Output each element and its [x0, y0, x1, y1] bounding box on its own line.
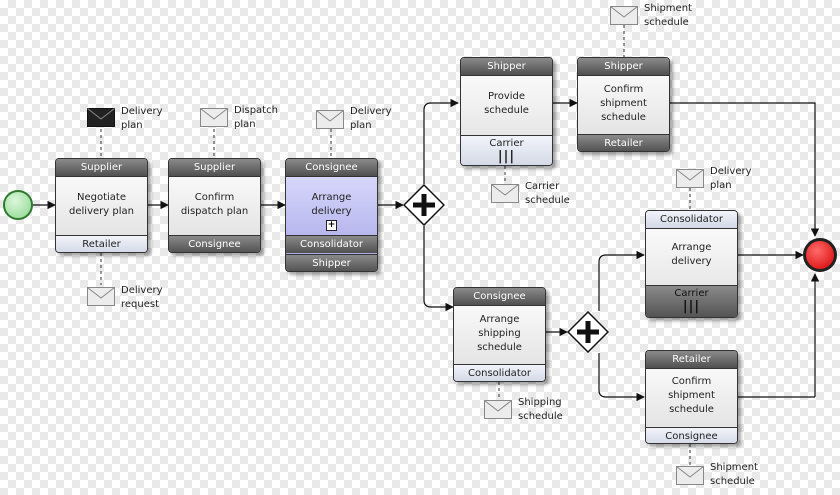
parallel-gateway-icon[interactable]: [403, 184, 445, 226]
envelope-icon[interactable]: [316, 110, 344, 129]
task-top-role: Consignee: [454, 288, 545, 306]
task-confirm-shipment-schedule-shipper[interactable]: Shipper Confirm shipment schedule Retail…: [577, 57, 670, 152]
task-top-role: Consignee: [286, 159, 377, 177]
task-bottom-role: Consolidator: [454, 364, 545, 381]
task-name: Arrange delivery: [311, 192, 352, 217]
task-arrange-shipping-schedule[interactable]: Consignee Arrange shipping schedule Cons…: [453, 287, 546, 382]
message-label: Shipping schedule: [518, 397, 563, 422]
envelope-icon[interactable]: [610, 6, 638, 25]
message-label: Dispatch plan: [234, 105, 278, 130]
task-bottom-role: Consignee: [646, 427, 737, 443]
carrier-label: Carrier: [674, 288, 709, 299]
flow-gateway-to-provide: [423, 98, 459, 184]
envelope-icon[interactable]: [676, 169, 704, 188]
envelope-icon[interactable]: [87, 108, 115, 127]
task-bottom-role: Retailer: [578, 134, 669, 151]
task-bottom-role: Carrier |||: [646, 285, 737, 317]
task-name: Arrange shipping schedule: [477, 314, 522, 353]
task-name: Arrange delivery: [671, 242, 712, 267]
task-arrange-delivery-subprocess[interactable]: Consignee Arrange delivery + Consolidato…: [285, 158, 378, 272]
task-top-role: Retailer: [646, 351, 737, 369]
envelope-icon[interactable]: [87, 287, 115, 306]
envelope-icon[interactable]: [491, 184, 519, 203]
message-label: Shipment schedule: [644, 3, 692, 28]
envelope-icon[interactable]: [200, 108, 228, 127]
start-event[interactable]: [3, 190, 33, 220]
envelope-icon[interactable]: [676, 466, 704, 485]
task-bottom-role: Retailer: [56, 235, 147, 252]
task-confirm-shipment-schedule-retailer[interactable]: Retailer Confirm shipment schedule Consi…: [645, 350, 738, 444]
flow-confirm-shipment-to-end: [670, 102, 820, 237]
task-top-role: Consolidator: [646, 211, 737, 229]
message-label: Delivery request: [121, 285, 163, 310]
task-top-role: Shipper: [578, 58, 669, 76]
envelope-icon[interactable]: [484, 400, 512, 419]
task-name: Confirm dispatch plan: [180, 192, 249, 217]
message-label: Carrier schedule: [525, 181, 570, 206]
message-associations: [100, 25, 691, 465]
subprocess-marker-icon[interactable]: +: [326, 220, 337, 231]
flow-gateway-to-arrange-shipping: [423, 226, 454, 312]
message-label: Delivery plan: [710, 166, 752, 191]
task-name: Provide schedule: [484, 91, 529, 116]
task-bottom-role: Carrier |||: [461, 135, 552, 165]
multi-instance-icon: |||: [497, 149, 516, 164]
end-event[interactable]: [803, 238, 837, 272]
task-arrange-delivery-consolidator[interactable]: Consolidator Arrange delivery Carrier ||…: [645, 210, 738, 318]
task-provide-schedule[interactable]: Shipper Provide schedule Carrier |||: [460, 57, 553, 166]
carrier-label: Carrier: [489, 138, 524, 149]
task-bottom-role-2: Shipper: [286, 254, 377, 271]
task-bottom-role: Consignee: [169, 235, 260, 252]
parallel-gateway-icon-2[interactable]: [567, 311, 609, 353]
task-top-role: Supplier: [169, 159, 260, 177]
flow-gateway-to-confirm-shipment-2: [598, 353, 645, 402]
task-bottom-role-1: Consolidator: [286, 235, 377, 253]
task-name: Negotiate delivery plan: [69, 192, 134, 217]
task-confirm-dispatch-plan[interactable]: Supplier Confirm dispatch plan Consignee: [168, 158, 261, 253]
message-label: Shipment schedule: [710, 462, 758, 487]
task-name: Confirm shipment schedule: [600, 84, 647, 123]
task-top-role: Supplier: [56, 159, 147, 177]
task-top-role: Shipper: [461, 58, 552, 76]
flow-gateway-to-arrange-delivery: [598, 250, 645, 311]
multi-instance-icon: |||: [682, 299, 701, 314]
message-label: Delivery plan: [350, 106, 392, 131]
message-label: Delivery plan: [121, 106, 163, 131]
task-negotiate-delivery-plan[interactable]: Supplier Negotiate delivery plan Retaile…: [55, 158, 148, 253]
task-name: Confirm shipment schedule: [668, 376, 715, 415]
